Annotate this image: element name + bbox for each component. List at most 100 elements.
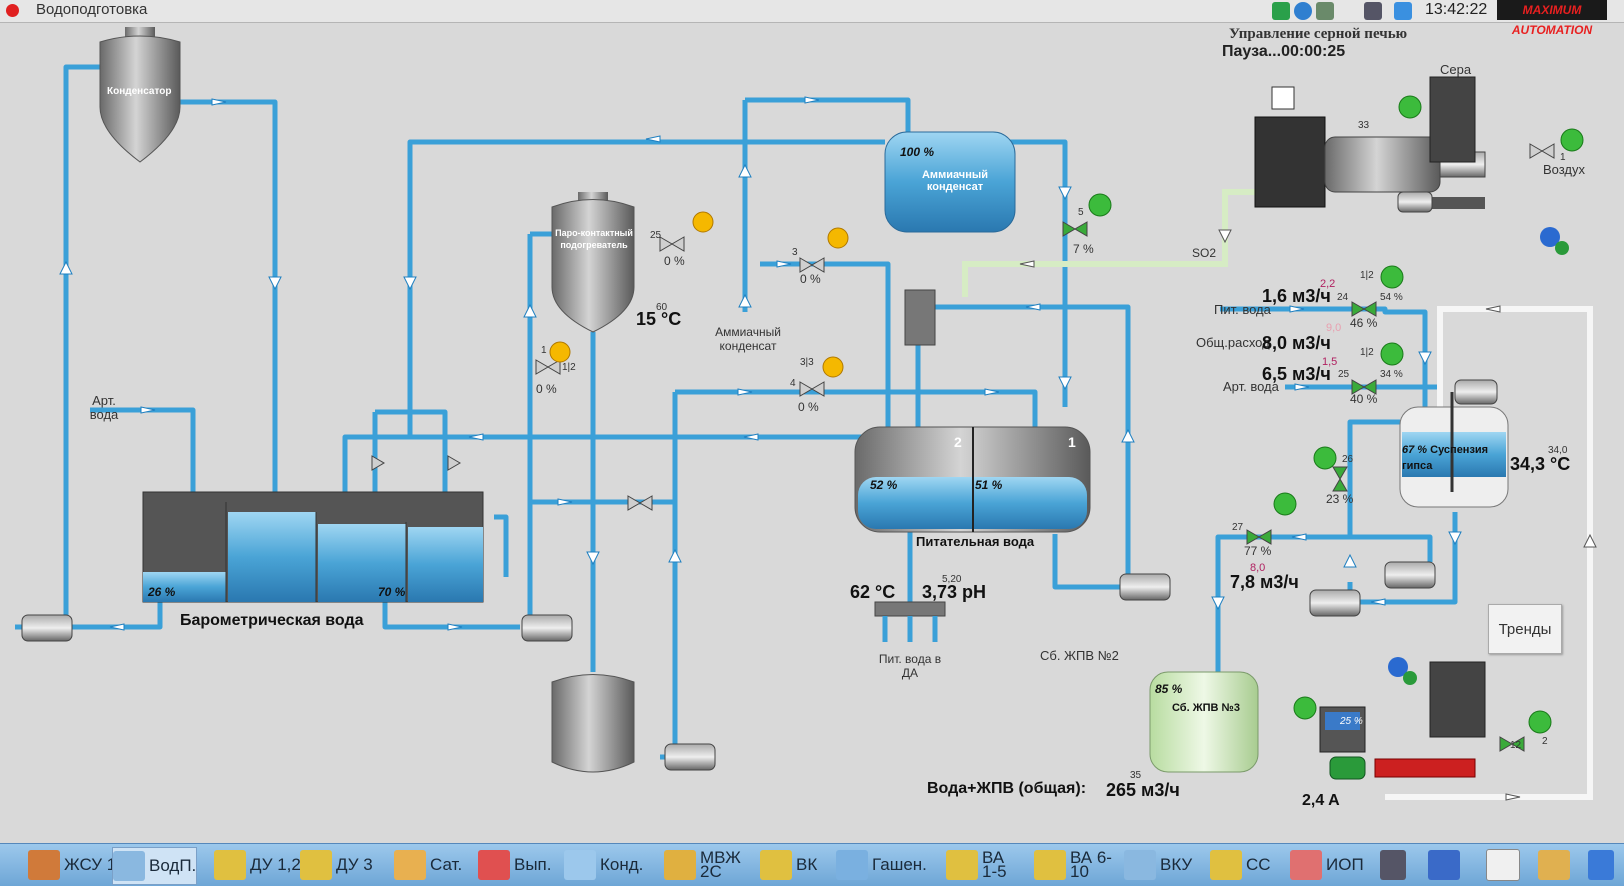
menu-icon	[1380, 850, 1406, 880]
pumps[interactable]	[21, 191, 1498, 771]
total-water-setpoint: 35	[1130, 770, 1142, 781]
air-label: Воздух	[1543, 162, 1586, 177]
taskbar-item-kond[interactable]: Конд.	[564, 847, 643, 883]
feed-out-label: Пит. вода в ДА	[878, 652, 942, 680]
manual-mode-icons[interactable]	[549, 211, 849, 378]
iop-icon	[1290, 850, 1322, 880]
valve-25b-pos: 34 %	[1380, 369, 1403, 380]
network-icon[interactable]	[1294, 2, 1312, 20]
barometric-tank[interactable]	[142, 491, 484, 603]
taskbar-item-vyp[interactable]: Вып.	[478, 847, 552, 883]
screw-valve-id: 12	[1510, 740, 1522, 751]
evaporator-icon	[478, 850, 510, 880]
valve-3-id: 3	[792, 247, 798, 258]
art-water-label: Арт. вода	[89, 393, 119, 422]
taskbar-item-va15[interactable]: ВА 1-5	[946, 847, 1022, 883]
ss-icon	[1210, 850, 1242, 880]
taskbar-trends[interactable]	[1486, 847, 1524, 883]
valve-24-sub: 1|2	[1360, 270, 1374, 281]
trends-button[interactable]: Тренды	[1488, 604, 1562, 654]
sync-icon[interactable]	[1316, 2, 1334, 20]
zhpv-tank[interactable]	[1149, 671, 1259, 773]
va-icon	[946, 850, 978, 880]
valve-4-sub: 3|3	[800, 357, 814, 368]
feed-temp: 62 °C	[850, 582, 896, 602]
settings-gear-icons[interactable]	[1388, 227, 1569, 685]
gypsum-temp: 34,3 °C	[1510, 454, 1571, 474]
valve-26-id: 26	[1342, 454, 1354, 465]
title-bar: Водоподготовка 13:42:22 MAXIMUM AUTOMATI…	[0, 0, 1624, 37]
boiler-icon	[214, 850, 246, 880]
ammonia-tank[interactable]	[884, 131, 1016, 233]
printer-icon[interactable]	[1364, 2, 1382, 20]
out-flow-setpoint: 8,0	[1250, 562, 1266, 574]
total-flow-label: Общ.расход	[1196, 335, 1270, 350]
taskbar-settings[interactable]	[1428, 847, 1464, 883]
heater-tank[interactable]	[551, 192, 635, 333]
taskbar-item-vk[interactable]: ВК	[760, 847, 817, 883]
total-water-value: 265 м3/ч	[1106, 780, 1180, 800]
gypsum-level: 67 %	[1402, 444, 1428, 456]
logo: MAXIMUM AUTOMATION	[1497, 0, 1607, 37]
feed-water-tank[interactable]	[854, 426, 1091, 533]
ammonia-condensate-label: Аммиачный конденсат	[715, 325, 781, 353]
valve-4-pos: 0 %	[798, 400, 819, 414]
mimic-diagram: Конденсатор Паро-контактный подогревател…	[0, 22, 1624, 842]
ph-manifold	[874, 601, 946, 642]
mail-icon[interactable]	[1394, 2, 1412, 20]
valve-25b-pos2: 40 %	[1350, 392, 1378, 406]
pit-water-setpoint: 2,2	[1320, 278, 1336, 290]
taskbar-item-ss[interactable]: СС	[1210, 847, 1271, 883]
feed-ph-setpoint: 5,20	[942, 574, 962, 585]
taskbar-lock[interactable]	[1588, 847, 1618, 883]
valve-1-sub: 1|2	[562, 362, 576, 373]
taskbar-menu[interactable]	[1380, 847, 1410, 883]
feed-section-1: 1	[1068, 434, 1076, 450]
zhpv-2-label: Сб. ЖПВ №2	[1040, 648, 1119, 663]
sulfur-furnace[interactable]	[1254, 76, 1486, 209]
pit-water-label: Пит. вода	[1214, 302, 1271, 317]
taskbar-item-vku[interactable]: ВКУ	[1124, 847, 1192, 883]
art-water-flow-label: Арт. вода	[1223, 379, 1279, 394]
taskbar-item-sat[interactable]: Сат.	[394, 847, 462, 883]
condenser-label: Конденсатор	[107, 86, 172, 97]
heater-temp: 15 °C	[636, 309, 682, 329]
valve-4-id: 4	[790, 378, 796, 389]
valve-1-id: 1	[541, 345, 547, 356]
taskbar: ЖСУ 1,2 ВодП. ДУ 1,2 ДУ 3 Сат. Вып. Конд…	[0, 843, 1624, 886]
sulfur-label: Сера	[1440, 62, 1472, 77]
condenser-tank[interactable]	[99, 27, 181, 163]
furnace-title: Управление серной печью	[1229, 26, 1408, 42]
screw-feeder[interactable]	[1319, 661, 1486, 780]
valves[interactable]	[371, 143, 1555, 752]
art-water-flow: 6,5 м3/ч	[1262, 364, 1331, 384]
taskbar-item-du3[interactable]: ДУ 3	[300, 847, 373, 883]
valve-24-pos: 54 %	[1380, 292, 1403, 303]
valve-5-id: 5	[1078, 207, 1084, 218]
screw-level: 25 %	[1340, 716, 1363, 727]
return-arrows	[1019, 229, 1597, 801]
taskbar-user[interactable]	[1538, 847, 1574, 883]
flow-arrows	[59, 96, 1462, 631]
total-flow-value: 8,0 м3/ч	[1262, 333, 1331, 353]
taskbar-item-gashen[interactable]: Гашен.	[836, 847, 927, 883]
valve-24-id: 24	[1337, 292, 1349, 303]
plus-icon[interactable]	[1272, 2, 1290, 20]
baro-label: Барометрическая вода	[180, 612, 364, 629]
taskbar-item-du12[interactable]: ДУ 1,2	[214, 847, 301, 883]
taskbar-item-va610[interactable]: ВА 6-10	[1034, 847, 1114, 883]
zhpv-3-label: Сб. ЖПВ №3	[1172, 702, 1240, 714]
close-icon[interactable]	[6, 4, 19, 17]
gypsum-tank[interactable]	[1399, 392, 1509, 508]
total-flow-setpoint: 9,0	[1326, 322, 1342, 334]
boiler-icon	[300, 850, 332, 880]
taskbar-item-mvzh[interactable]: МВЖ 2С	[664, 847, 744, 883]
so2-pipe	[962, 189, 1270, 297]
lower-storage-tank[interactable]	[551, 674, 635, 773]
auto-mode-icons[interactable]	[1088, 95, 1584, 734]
taskbar-item-vodp[interactable]: ВодП.	[112, 847, 198, 885]
valve-1-pos: 0 %	[536, 382, 557, 396]
taskbar-item-iop[interactable]: ИОП	[1290, 847, 1364, 883]
user-icon	[1538, 850, 1570, 880]
ammonia-tank-level: 100 %	[900, 145, 935, 159]
